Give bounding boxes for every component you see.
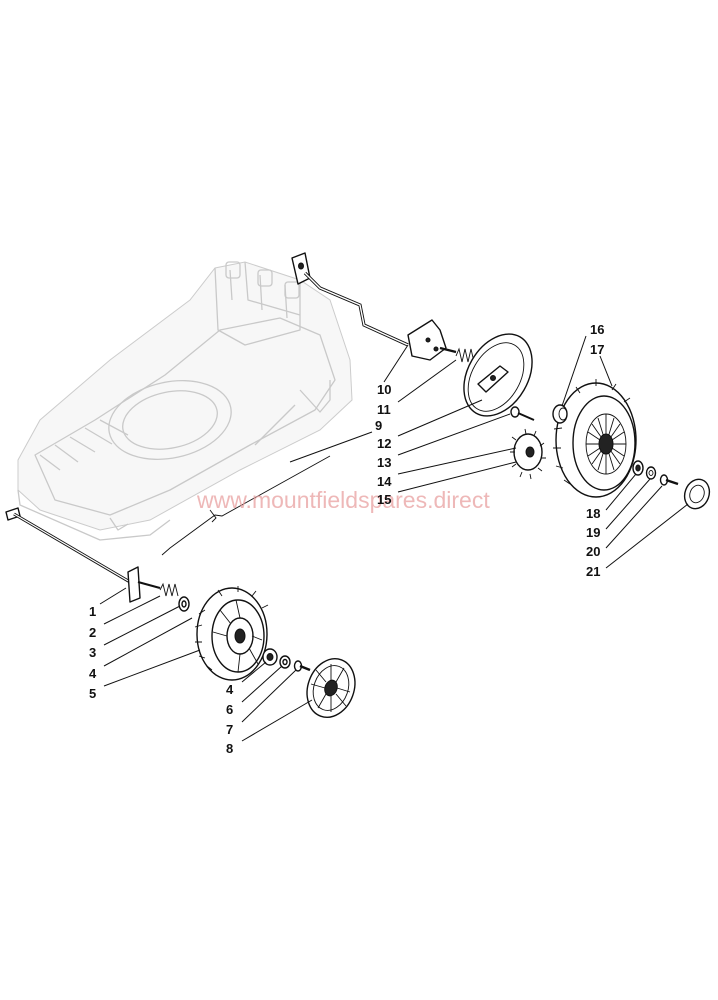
callout-9: 9 — [375, 418, 382, 433]
rear-washer — [645, 466, 657, 480]
front-wheel-bolt — [293, 660, 311, 672]
callout-8: 8 — [226, 741, 233, 756]
pinion-gear — [510, 428, 546, 480]
callout-4b: 4 — [226, 682, 234, 697]
rear-wheel-bolt — [659, 474, 679, 486]
front-outer-washer — [279, 655, 291, 669]
callout-5: 5 — [89, 686, 96, 701]
gear-cover-disc — [463, 333, 533, 417]
callout-19: 19 — [586, 525, 600, 540]
rear-inner-bush — [552, 404, 568, 424]
callout-3: 3 — [89, 645, 96, 660]
callout-12: 12 — [377, 436, 391, 451]
front-bush — [262, 648, 278, 666]
mower-deck-outline — [17, 261, 353, 541]
callout-7: 7 — [226, 722, 233, 737]
front-wheel — [194, 586, 269, 681]
callout-labels: 1 2 3 4 5 4 6 7 8 9 10 11 12 13 14 15 16… — [89, 322, 604, 756]
front-spring — [159, 582, 179, 597]
watermark-text: www.mountfieldspares.direct — [196, 487, 490, 513]
callout-11: 11 — [377, 402, 391, 417]
rear-axle-lever — [291, 252, 457, 361]
callout-15: 15 — [377, 492, 391, 507]
rear-hubcap — [683, 478, 711, 510]
leader-lines — [99, 335, 689, 742]
callout-17: 17 — [590, 342, 604, 357]
callout-18: 18 — [586, 506, 600, 521]
gear-screw — [510, 406, 535, 421]
rear-spring — [455, 347, 475, 363]
callout-21: 21 — [586, 564, 600, 579]
rear-bush — [632, 460, 644, 476]
callout-14: 14 — [377, 474, 392, 489]
front-washer — [178, 596, 190, 612]
height-adjust-rod — [161, 455, 331, 556]
front-axle — [5, 507, 161, 603]
callout-2: 2 — [89, 625, 96, 640]
callout-6: 6 — [226, 702, 233, 717]
callout-13: 13 — [377, 455, 391, 470]
rear-wheel — [553, 379, 637, 498]
callout-16: 16 — [590, 322, 604, 337]
callout-4: 4 — [89, 666, 97, 681]
front-hubcap — [306, 658, 356, 718]
callout-20: 20 — [586, 544, 600, 559]
callout-10: 10 — [377, 382, 391, 397]
callout-1: 1 — [89, 604, 96, 619]
